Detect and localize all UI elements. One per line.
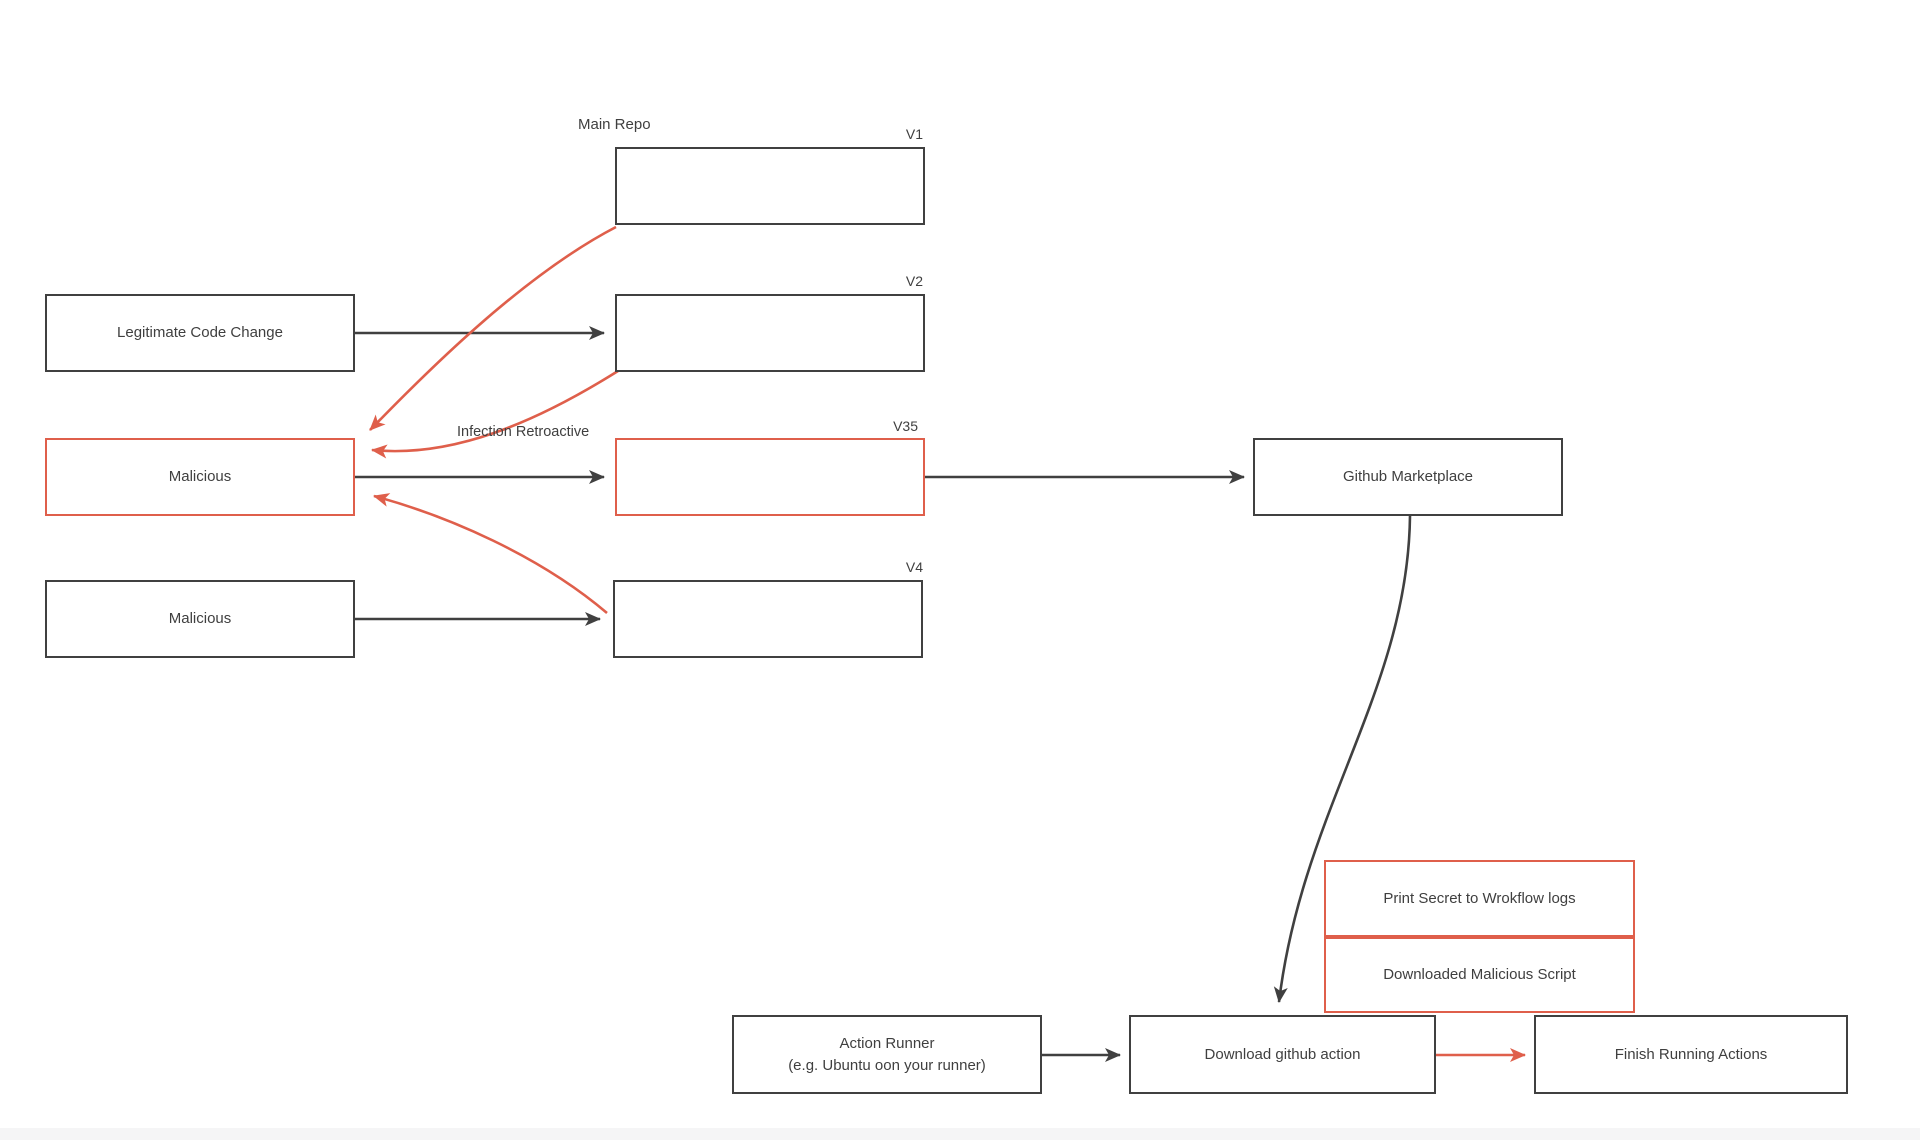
tag-v35: V35 [893, 418, 918, 434]
node-malicious-1[interactable]: Malicious [45, 438, 355, 516]
node-download-github-action-label: Download github action [1204, 1045, 1361, 1063]
node-finish-running-actions[interactable]: Finish Running Actions [1534, 1015, 1848, 1094]
node-malicious-2-label: Malicious [168, 610, 232, 628]
bottom-strip [0, 1128, 1920, 1140]
node-v1[interactable] [615, 147, 925, 225]
main-repo-label: Main Repo [578, 116, 651, 133]
tag-v2: V2 [905, 273, 923, 289]
node-v35[interactable] [615, 438, 925, 516]
node-github-marketplace-label: Github Marketplace [1342, 468, 1474, 486]
edge-v1-to-malicious1 [369, 225, 617, 431]
node-legitimate-code-change-label: Legitimate Code Change [117, 324, 283, 342]
node-v4[interactable] [613, 580, 923, 658]
tag-v1: V1 [905, 126, 923, 142]
node-malicious-2[interactable]: Malicious [45, 580, 355, 658]
infection-retroactive-label: Infection Retroactive [457, 424, 590, 440]
edge-v4-to-malicious1 [373, 493, 608, 614]
node-print-secret-label: Print Secret to Wrokflow logs [1383, 889, 1576, 907]
node-downloaded-malicious-script-label: Downloaded Malicious Script [1383, 966, 1576, 984]
node-action-runner-line1: Action Runner [839, 1034, 935, 1052]
node-v2[interactable] [615, 294, 925, 372]
node-print-secret[interactable]: Print Secret to Wrokflow logs [1324, 860, 1635, 937]
node-finish-running-actions-label: Finish Running Actions [1614, 1045, 1768, 1063]
node-action-runner-line2: (e.g. Ubuntu oon your runner) [788, 1056, 986, 1074]
node-legitimate-code-change[interactable]: Legitimate Code Change [45, 294, 355, 372]
node-action-runner[interactable]: Action Runner (e.g. Ubuntu oon your runn… [732, 1015, 1042, 1094]
node-github-marketplace[interactable]: Github Marketplace [1253, 438, 1563, 516]
node-malicious-1-label: Malicious [168, 468, 232, 486]
node-download-github-action[interactable]: Download github action [1129, 1015, 1436, 1094]
tag-v4: V4 [905, 559, 923, 575]
node-downloaded-malicious-script[interactable]: Downloaded Malicious Script [1324, 937, 1635, 1013]
